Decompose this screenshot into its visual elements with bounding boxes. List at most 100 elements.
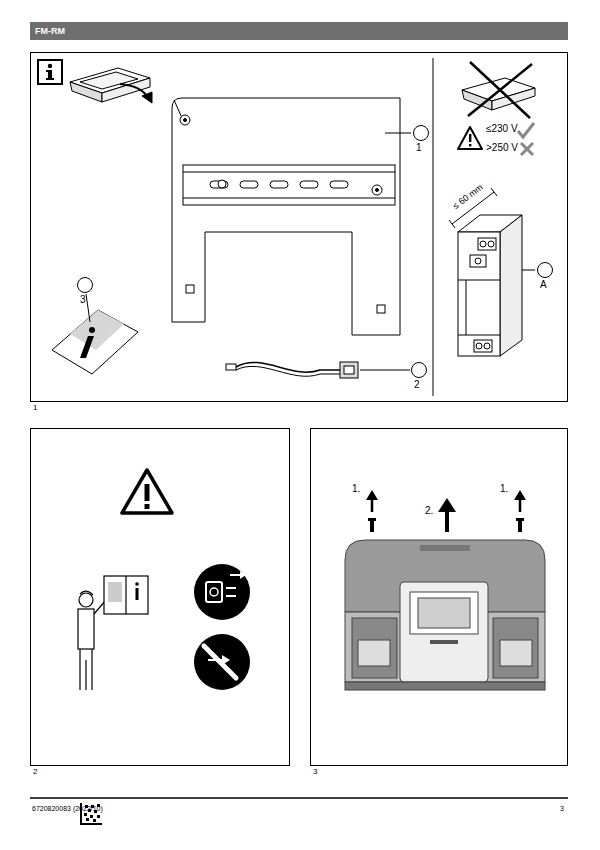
cable-part bbox=[340, 362, 358, 378]
mounting-plate-part bbox=[210, 181, 228, 188]
cable-part bbox=[344, 366, 354, 374]
mounting-plate-part bbox=[183, 172, 395, 173]
mounting-plate-part bbox=[377, 305, 385, 313]
leader-line bbox=[385, 133, 411, 134]
cable-part bbox=[226, 364, 236, 370]
person-reading-part bbox=[125, 576, 126, 614]
person-reading-part bbox=[91, 649, 92, 690]
warning-triangle bbox=[458, 127, 482, 149]
mounting-plate-part bbox=[218, 180, 226, 188]
mounting-plate-part bbox=[172, 98, 400, 335]
callout-text: A bbox=[540, 280, 547, 290]
tool-symbol-part bbox=[222, 655, 230, 665]
unplug-symbol-part bbox=[194, 564, 250, 620]
din-module-part bbox=[470, 255, 486, 267]
din-module-part bbox=[466, 280, 467, 335]
din-module-part bbox=[484, 343, 490, 349]
warning-triangle-part bbox=[122, 470, 172, 513]
figure-panel: 2 bbox=[30, 428, 290, 766]
screw-removal-part bbox=[514, 490, 526, 500]
controller-housing-part bbox=[352, 618, 397, 678]
packaging-tray-part bbox=[142, 92, 152, 103]
header-band: FM-RM bbox=[30, 22, 568, 40]
data-matrix-code-part bbox=[97, 815, 100, 818]
mounting-plate-part bbox=[186, 285, 194, 293]
mounting-plate-part bbox=[174, 100, 182, 118]
data-matrix-code-part bbox=[90, 815, 93, 818]
footer-rule bbox=[30, 797, 568, 799]
callout-text: 3 bbox=[80, 295, 86, 305]
person-reading-part bbox=[104, 576, 148, 614]
unplug-symbol bbox=[194, 564, 250, 620]
callout-number: 1 bbox=[413, 125, 429, 141]
screw-removal-part bbox=[370, 520, 374, 532]
screw-removal-part bbox=[516, 518, 524, 521]
figure-panel: 3 bbox=[310, 428, 568, 766]
din-module-part bbox=[458, 280, 500, 281]
person-reading-part bbox=[108, 582, 122, 602]
panel-divider bbox=[433, 58, 434, 396]
manual-sheet-part bbox=[80, 336, 94, 358]
screw-removal-part bbox=[371, 498, 374, 512]
dimension-label: ≤ 60 mm bbox=[451, 183, 484, 211]
voltage-limit: ≤230 V bbox=[486, 124, 518, 134]
screw-removal-part bbox=[519, 498, 522, 512]
unplug-symbol-part bbox=[210, 588, 218, 596]
unplug-symbol-part bbox=[226, 595, 236, 597]
step-number: 1. bbox=[500, 484, 508, 494]
mounting-plate-part bbox=[300, 181, 318, 188]
screw-removal-part bbox=[366, 490, 378, 500]
person-reading-part bbox=[136, 588, 139, 600]
cable-part bbox=[236, 366, 340, 376]
din-module-part bbox=[458, 335, 500, 336]
controller-housing-part bbox=[418, 598, 470, 628]
unplug-symbol-part bbox=[240, 571, 246, 579]
screw-removal-part bbox=[518, 520, 522, 532]
page-number: 3 bbox=[560, 805, 564, 812]
din-module-part bbox=[476, 343, 482, 349]
controller-housing-part bbox=[358, 640, 390, 666]
screw-removal-part bbox=[368, 518, 376, 521]
header-title: FM-RM bbox=[35, 27, 65, 36]
controller-housing-part bbox=[400, 582, 488, 682]
info-icon-part bbox=[46, 78, 54, 80]
tool-symbol bbox=[194, 634, 250, 690]
mounting-plate-part bbox=[376, 189, 379, 192]
warning-triangle-part bbox=[469, 144, 471, 146]
mounting-plate-part bbox=[183, 165, 395, 205]
warning-triangle-part bbox=[469, 134, 471, 142]
document-number: 6720820083 (2022/10) bbox=[32, 805, 103, 812]
figure-number: 2 bbox=[33, 768, 37, 776]
info-icon bbox=[38, 60, 62, 84]
mounting-plate-part bbox=[372, 185, 382, 195]
data-matrix-code-part bbox=[84, 813, 87, 816]
callout-number: 2 bbox=[411, 362, 427, 378]
din-module-part bbox=[488, 241, 494, 247]
din-module-part bbox=[478, 238, 496, 250]
cable bbox=[226, 362, 358, 378]
controller-housing-part bbox=[493, 618, 538, 678]
cable-part bbox=[236, 362, 340, 372]
controller-housing-part bbox=[430, 640, 458, 644]
cross-mark-part bbox=[521, 143, 533, 155]
person-reading-part bbox=[78, 609, 94, 649]
check-mark bbox=[518, 123, 534, 137]
mounting-plate-part bbox=[184, 119, 187, 122]
person-reading-part bbox=[79, 593, 93, 607]
crossed-tray-part bbox=[468, 64, 532, 116]
step-number: 2. bbox=[425, 506, 433, 516]
manual-sheet-part bbox=[52, 310, 138, 374]
din-module-part bbox=[475, 258, 481, 264]
screw-removal-part bbox=[438, 498, 456, 512]
controller-housing-part bbox=[345, 682, 545, 690]
info-icon-part bbox=[48, 64, 52, 68]
mounting-plate-part bbox=[240, 181, 258, 188]
dimension-line-part bbox=[449, 220, 455, 228]
leader-line bbox=[360, 370, 410, 371]
controller-housing-part bbox=[500, 640, 532, 666]
manual-sheet-part bbox=[89, 327, 95, 333]
person-reading-part bbox=[80, 591, 93, 595]
leader-line bbox=[86, 294, 90, 322]
